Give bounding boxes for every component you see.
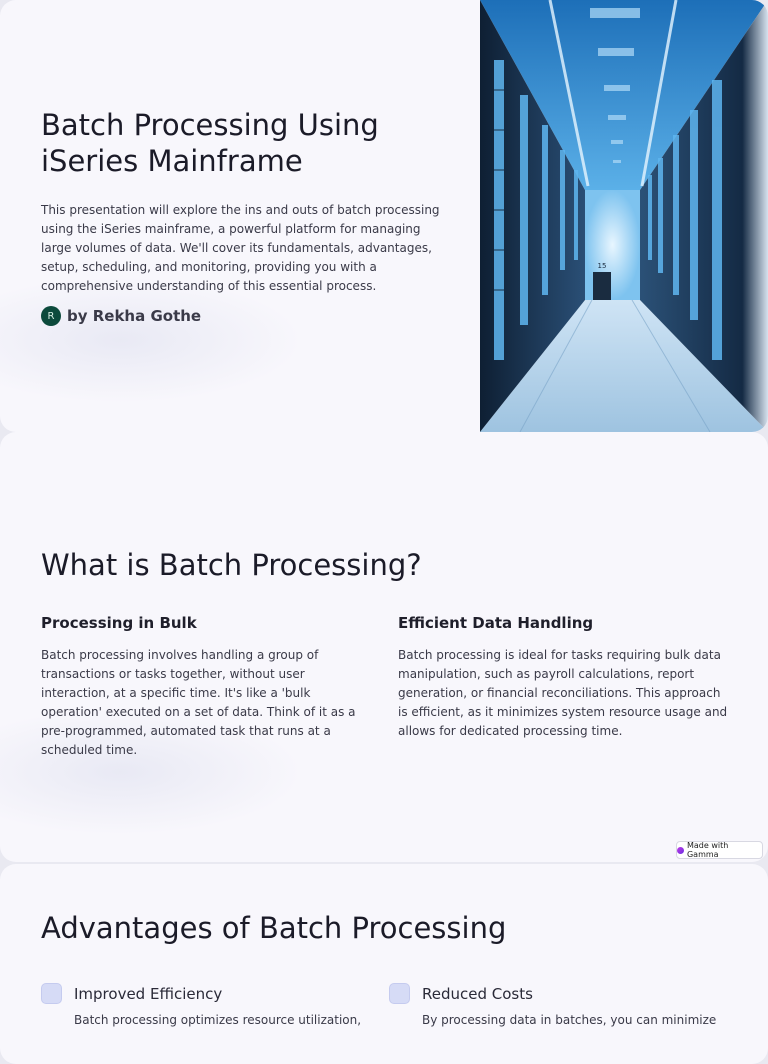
section-title: What is Batch Processing? [41,548,422,582]
bullet-box-icon [41,983,62,1004]
made-with-gamma-badge[interactable]: Made with Gamma [676,841,763,859]
author-name: by Rekha Gothe [67,307,202,325]
author-byline: R by Rekha Gothe [41,306,201,326]
advantage-item: Improved Efficiency [41,983,222,1004]
gamma-logo-icon [677,846,684,854]
page-title: Batch Processing Using iSeries Mainframe [41,108,379,178]
slide-what-is [0,432,768,862]
slide-title: Batch Processing Using iSeries Mainframe… [0,0,768,432]
section-title: Advantages of Batch Processing [41,911,507,945]
advantage-heading: Reduced Costs [422,984,533,1003]
bullet-box-icon [389,983,410,1004]
svg-text:15: 15 [598,262,607,270]
advantage-body: By processing data in batches, you can m… [422,1013,717,1027]
server-room-image: 15 [480,0,768,432]
advantage-heading: Improved Efficiency [74,984,223,1003]
column-body: Batch processing involves handling a gro… [41,648,356,757]
slide-advantages [0,864,768,1064]
column-heading: Processing in Bulk [41,614,197,632]
column-body: Batch processing is ideal for tasks requ… [398,648,728,738]
advantage-body: Batch processing optimizes resource util… [74,1013,362,1027]
avatar: R [41,306,61,326]
advantage-item: Reduced Costs [389,983,533,1004]
intro-paragraph: This presentation will explore the ins a… [41,203,440,293]
badge-label: Made with Gamma [686,841,729,859]
column-heading: Efficient Data Handling [398,614,594,632]
